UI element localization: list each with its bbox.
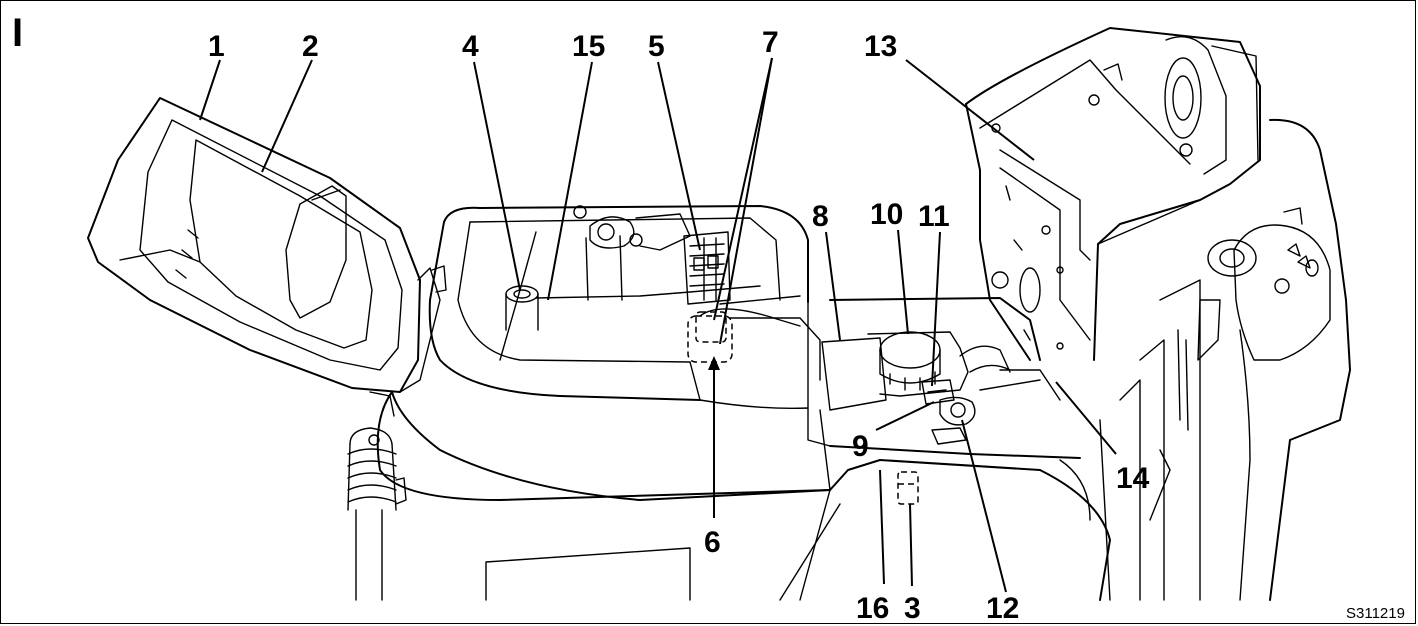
open-lid-drawing	[87, 97, 447, 393]
leader-13	[905, 59, 1035, 161]
callout-4: 4	[462, 30, 479, 63]
console-body-drawing	[376, 391, 1111, 601]
callout-14: 14	[1116, 462, 1150, 495]
leader-9	[875, 401, 935, 431]
leader-7b	[719, 57, 773, 345]
spring-post-drawing	[347, 391, 407, 601]
leader-7a	[713, 57, 773, 321]
leader-10	[897, 229, 909, 335]
fuse-holder-drawing	[687, 311, 733, 363]
callout-12: 12	[986, 592, 1019, 625]
leader-1	[199, 59, 221, 121]
callout-5: 5	[648, 30, 665, 63]
callout-3: 3	[904, 592, 921, 625]
callout-10: 10	[870, 198, 903, 231]
callout-2: 2	[302, 30, 319, 63]
callout-13: 13	[864, 30, 897, 63]
leader-6-arrowhead	[708, 356, 720, 370]
callout-9: 9	[852, 430, 869, 463]
callout-16: 16	[856, 592, 889, 625]
callout-6: 6	[704, 526, 721, 559]
leader-8	[825, 231, 841, 341]
leader-14	[1055, 381, 1117, 455]
leader-12	[961, 419, 1007, 593]
reference-code: S311219	[1346, 605, 1405, 622]
callout-15: 15	[572, 30, 605, 63]
panel-label: I	[12, 11, 23, 55]
leader-3	[909, 503, 913, 587]
leader-11	[931, 231, 941, 387]
storage-bin-drawing	[391, 205, 831, 501]
leader-lines	[199, 57, 1117, 593]
callout-1: 1	[208, 30, 225, 63]
callout-11: 11	[918, 200, 950, 233]
leader-2	[261, 59, 313, 173]
leader-5	[657, 61, 701, 251]
callout-7: 7	[762, 26, 779, 59]
leader-4	[473, 61, 521, 291]
leader-16	[879, 469, 885, 585]
joystick-panel-drawing	[1099, 118, 1351, 601]
leader-15	[547, 61, 593, 301]
callout-8: 8	[812, 200, 829, 233]
armrest-cover-drawing	[965, 27, 1261, 361]
